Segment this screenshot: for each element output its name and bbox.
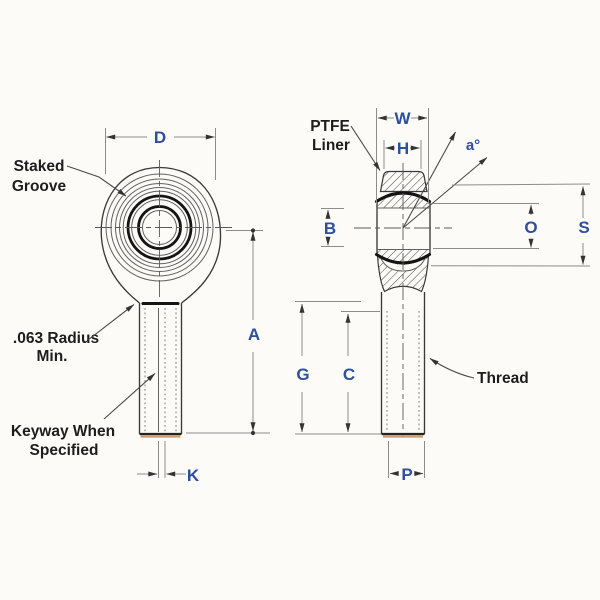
dim-label-G: G <box>296 365 309 384</box>
staked-groove-label-line1: Staked <box>14 158 65 175</box>
dim-label-D: D <box>154 128 166 147</box>
keyway-label-line1: Keyway When <box>11 423 115 440</box>
keyway-label-line2: Specified <box>30 442 99 459</box>
dim-label-S: S <box>578 218 589 237</box>
callout-radius: .063 Radius Min. <box>13 304 135 365</box>
dim-H: H <box>383 139 422 169</box>
dim-O: O <box>433 203 539 249</box>
dim-label-B: B <box>324 219 336 238</box>
dim-B: B <box>321 208 344 247</box>
callout-ptfe-liner: PTFE Liner <box>310 118 381 171</box>
front-view: D A K Staked Groove .063 Radi <box>11 128 270 485</box>
housing-top-cap <box>379 170 428 193</box>
dim-W: W <box>376 108 429 204</box>
dim-P: P <box>388 441 425 484</box>
radius-label-line2: Min. <box>37 348 68 365</box>
dim-G: G <box>295 301 381 435</box>
misalignment-angle: a° <box>402 131 488 229</box>
race-seat-gap <box>379 256 427 272</box>
dim-label-A: A <box>248 325 260 344</box>
ptfe-label-line2: Liner <box>312 137 350 154</box>
dim-label-angle: a° <box>466 137 480 154</box>
dim-label-H: H <box>397 139 409 158</box>
radius-label-line1: .063 Radius <box>13 330 99 347</box>
dim-label-P: P <box>401 465 412 484</box>
side-view: a° W H <box>295 108 591 484</box>
dim-label-K: K <box>187 466 200 485</box>
front-shank <box>138 301 183 438</box>
dim-label-W: W <box>394 109 411 128</box>
dim-C: C <box>341 311 380 433</box>
race-seat-arc <box>380 258 426 272</box>
dim-K: K <box>137 441 200 485</box>
side-shank <box>380 292 426 438</box>
dim-S: S <box>430 183 591 267</box>
callout-keyway: Keyway When Specified <box>11 373 156 459</box>
thread-label: Thread <box>477 370 529 387</box>
dim-D: D <box>105 128 216 180</box>
callout-staked-groove: Staked Groove <box>12 158 127 197</box>
ptfe-label-line1: PTFE <box>310 118 350 135</box>
callout-thread: Thread <box>429 358 529 387</box>
staked-groove-label-line2: Groove <box>12 178 67 195</box>
dim-label-C: C <box>343 365 355 384</box>
dim-label-O: O <box>524 218 537 237</box>
housing-band <box>376 202 431 255</box>
dim-A: A <box>186 228 270 436</box>
